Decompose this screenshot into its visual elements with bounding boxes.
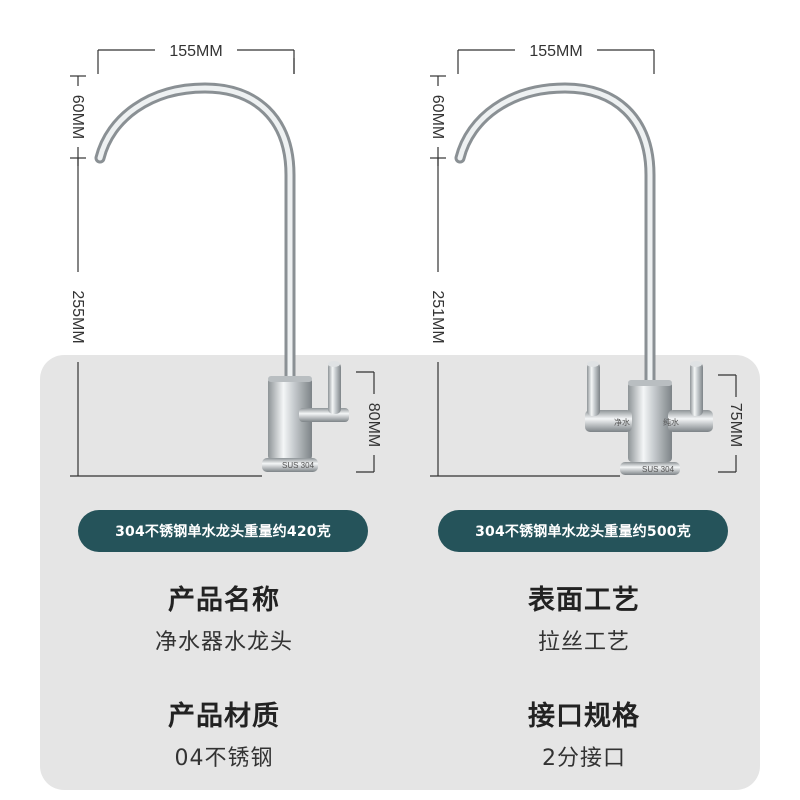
right-handle-left-label: 净水 — [614, 417, 630, 427]
left-engraving: SUS 304 — [282, 461, 315, 470]
right-height-label: 251MM — [429, 290, 446, 343]
left-base-label: 80MM — [365, 403, 382, 447]
left-weight-caption: 304不锈钢单水龙头重量约420克 — [78, 510, 368, 552]
right-width-label: 155MM — [529, 43, 582, 60]
right-engraving: SUS 304 — [642, 465, 675, 474]
spec-label-interface: 接口规格 — [528, 701, 640, 732]
left-spout-drop-label: 60MM — [69, 95, 86, 139]
left-faucet: SUS 304 155MM 60MM 255MM — [69, 43, 382, 477]
left-width-label: 155MM — [169, 43, 222, 60]
right-weight-caption: 304不锈钢单水龙头重量约500克 — [438, 510, 728, 552]
right-spout-drop-label: 60MM — [429, 95, 446, 139]
right-handle-right-label: 纯水 — [663, 417, 679, 427]
spec-value-product-name: 净水器水龙头 — [154, 630, 293, 655]
spec-label-material: 产品材质 — [168, 701, 280, 732]
spec-value-material: 04不锈钢 — [174, 746, 274, 771]
left-height-label: 255MM — [69, 290, 86, 343]
spec-value-surface: 拉丝工艺 — [537, 630, 630, 655]
spec-label-product-name: 产品名称 — [168, 585, 280, 616]
right-faucet: SUS 304 净水 纯水 155MM 60M — [429, 43, 744, 477]
spec-value-interface: 2分接口 — [542, 746, 626, 771]
spec-label-surface: 表面工艺 — [528, 585, 640, 616]
right-base-label: 75MM — [727, 403, 744, 447]
